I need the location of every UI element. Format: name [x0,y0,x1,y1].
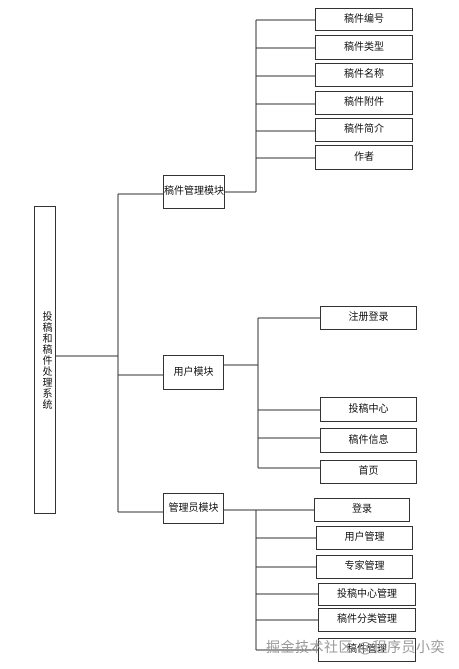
manuscript-item-label: 稿件类型 [344,41,384,53]
admin-item-label: 投稿中心管理 [337,588,397,600]
root-node: 投稿和稿件处理系统 [34,206,56,514]
admin-item-node: 登录 [314,498,410,522]
user-module-label: 用户模块 [173,366,214,378]
user-item-node: 注册登录 [320,306,417,330]
user-item-label: 投稿中心 [348,403,389,415]
admin-module-label: 管理员模块 [168,502,219,514]
manuscript-item-node: 稿件附件 [315,91,413,115]
admin-module-node: 管理员模块 [163,493,224,524]
user-item-label: 稿件信息 [348,434,389,446]
user-item-label: 首页 [358,466,379,477]
manuscript-module-node: 稿件管理模块 [163,175,225,209]
admin-item-node: 专家管理 [316,555,413,579]
manuscript-item-label: 稿件简介 [344,124,384,135]
admin-item-node: 投稿中心管理 [318,583,416,606]
manuscript-item-node: 作者 [315,145,413,170]
manuscript-item-label: 稿件名称 [344,69,384,80]
admin-item-node: 稿件管理 [318,638,416,662]
manuscript-item-node: 稿件简介 [315,118,413,142]
manuscript-item-node: 稿件名称 [315,63,413,87]
manuscript-item-label: 作者 [354,151,374,163]
admin-item-label: 登录 [352,504,372,515]
user-item-label: 注册登录 [348,312,389,323]
manuscript-module-label: 稿件管理模块 [164,186,224,197]
admin-item-node: 稿件分类管理 [318,608,416,632]
user-item-node: 投稿中心 [320,397,417,422]
admin-item-label: 稿件分类管理 [337,614,397,625]
admin-item-node: 用户管理 [316,526,413,550]
manuscript-item-node: 稿件类型 [315,35,413,60]
user-item-node: 稿件信息 [320,428,417,453]
user-item-node: 首页 [320,460,417,484]
manuscript-item-label: 稿件附件 [344,97,384,108]
root-label: 投稿和稿件处理系统 [40,310,51,410]
manuscript-item-label: 稿件编号 [344,13,384,25]
manuscript-item-node: 稿件编号 [315,8,413,31]
user-module-node: 用户模块 [163,355,224,390]
admin-item-label: 专家管理 [344,561,385,572]
watermark-text: 掘金技术社区 @程序员小奕 [266,640,445,656]
admin-item-label: 稿件管理 [347,644,387,655]
admin-item-label: 用户管理 [344,532,385,543]
